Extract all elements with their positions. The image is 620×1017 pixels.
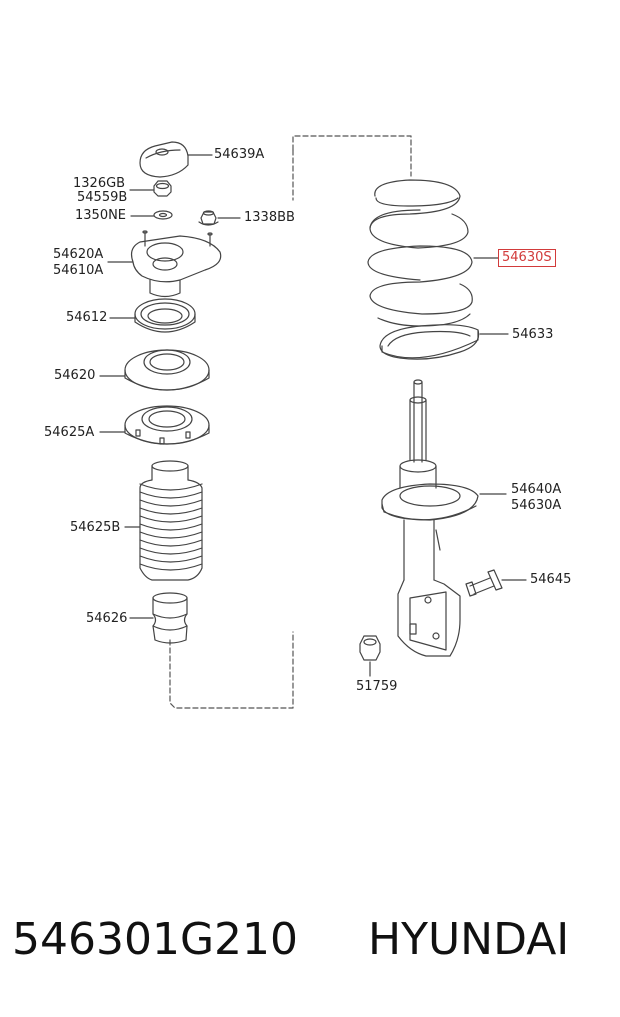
- bolt-part: [465, 569, 527, 597]
- top-mount-part: [107, 230, 222, 298]
- label-1338BB: 1338BB: [244, 210, 295, 225]
- label-54640A: 54640A: [511, 482, 562, 497]
- dust-boot-part: [124, 460, 203, 581]
- dashed-connector: [169, 135, 412, 709]
- washer-part: [130, 210, 173, 220]
- label-54620: 54620: [54, 368, 96, 383]
- dust-cap-part: [139, 141, 213, 178]
- label-54559B: 54559B: [77, 190, 128, 205]
- label-1326GB: 1326GB: [73, 176, 126, 191]
- brand-name: HYUNDAI: [368, 914, 570, 965]
- bearing-part: [109, 298, 196, 333]
- label-54633: 54633: [512, 327, 554, 342]
- label-51759: 51759: [356, 679, 398, 694]
- label-54645: 54645: [530, 572, 572, 587]
- bump-stopper-part: [129, 592, 188, 644]
- label-54639A: 54639A: [214, 147, 265, 162]
- label-54612: 54612: [66, 310, 108, 325]
- label-54625B: 54625B: [70, 520, 121, 535]
- strut-assembly-part: [381, 379, 507, 657]
- label-54610A: 54610A: [53, 263, 104, 278]
- label-54630A: 54630A: [511, 498, 562, 513]
- spring-pad-part: [99, 405, 210, 445]
- lock-nut-part: [359, 635, 381, 677]
- part-number: 546301G210: [12, 914, 299, 965]
- nut-part: [129, 180, 172, 197]
- coil-spring-part: [367, 179, 499, 327]
- label-54625A: 54625A: [44, 425, 95, 440]
- label-1350NE: 1350NE: [75, 208, 127, 223]
- label-54626: 54626: [86, 611, 128, 626]
- label-54620A: 54620A: [53, 247, 104, 262]
- upper-spring-seat-part: [99, 349, 210, 391]
- flange-nut-part: [198, 210, 241, 226]
- label-54630S-highlighted[interactable]: 54630S: [498, 249, 556, 267]
- lower-spring-pad-part: [379, 324, 509, 360]
